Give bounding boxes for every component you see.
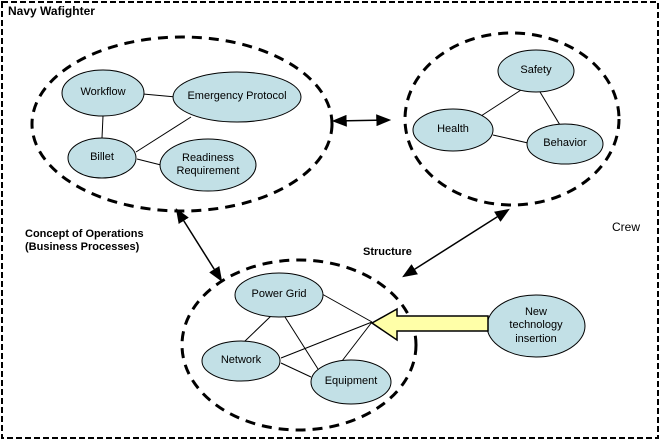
node-readiness-requirement	[159, 138, 257, 192]
node-emergency-protocol	[172, 71, 302, 123]
edge-network-insertion-point	[280, 321, 373, 359]
edge-network-equipment	[280, 362, 312, 378]
new-technology-block-arrow-icon	[370, 307, 489, 342]
edge-workflow-billet	[101, 115, 104, 139]
cluster-crew-boundary	[403, 31, 621, 207]
edge-powergrid-network	[243, 315, 272, 343]
node-billet	[67, 137, 137, 179]
diagram-title: Navy Wafighter	[8, 4, 95, 18]
edge-workflow-emergency-protocol	[142, 93, 177, 98]
cluster-label-concept-of-operations: Concept of Operations (Business Processe…	[25, 227, 144, 253]
arrow-concept-structure	[175, 208, 223, 282]
edge-powergrid-insertion-point	[321, 293, 373, 323]
node-new-technology-insertion	[486, 294, 586, 358]
node-power-grid	[234, 272, 324, 318]
edge-powergrid-equipment	[284, 316, 319, 370]
node-safety	[497, 49, 575, 93]
edge-health-behavior	[492, 134, 529, 144]
arrow-concept-crew	[331, 114, 392, 127]
arrow-crew-structure	[402, 208, 510, 278]
edge-billet-readiness-requirement	[136, 158, 162, 166]
edge-health-safety	[480, 89, 522, 117]
cluster-label-structure: Structure	[363, 246, 412, 259]
cluster-structure-boundary	[180, 258, 418, 432]
edge-equipment-insertion-point	[341, 321, 373, 362]
node-equipment	[310, 359, 392, 405]
cluster-label-crew: Crew	[611, 219, 640, 234]
node-network	[201, 340, 281, 382]
node-behavior	[526, 123, 604, 165]
node-health	[412, 108, 494, 152]
edge-safety-behavior	[539, 91, 561, 126]
node-workflow	[61, 69, 145, 117]
edge-billet-emergency-protocol	[135, 116, 192, 153]
